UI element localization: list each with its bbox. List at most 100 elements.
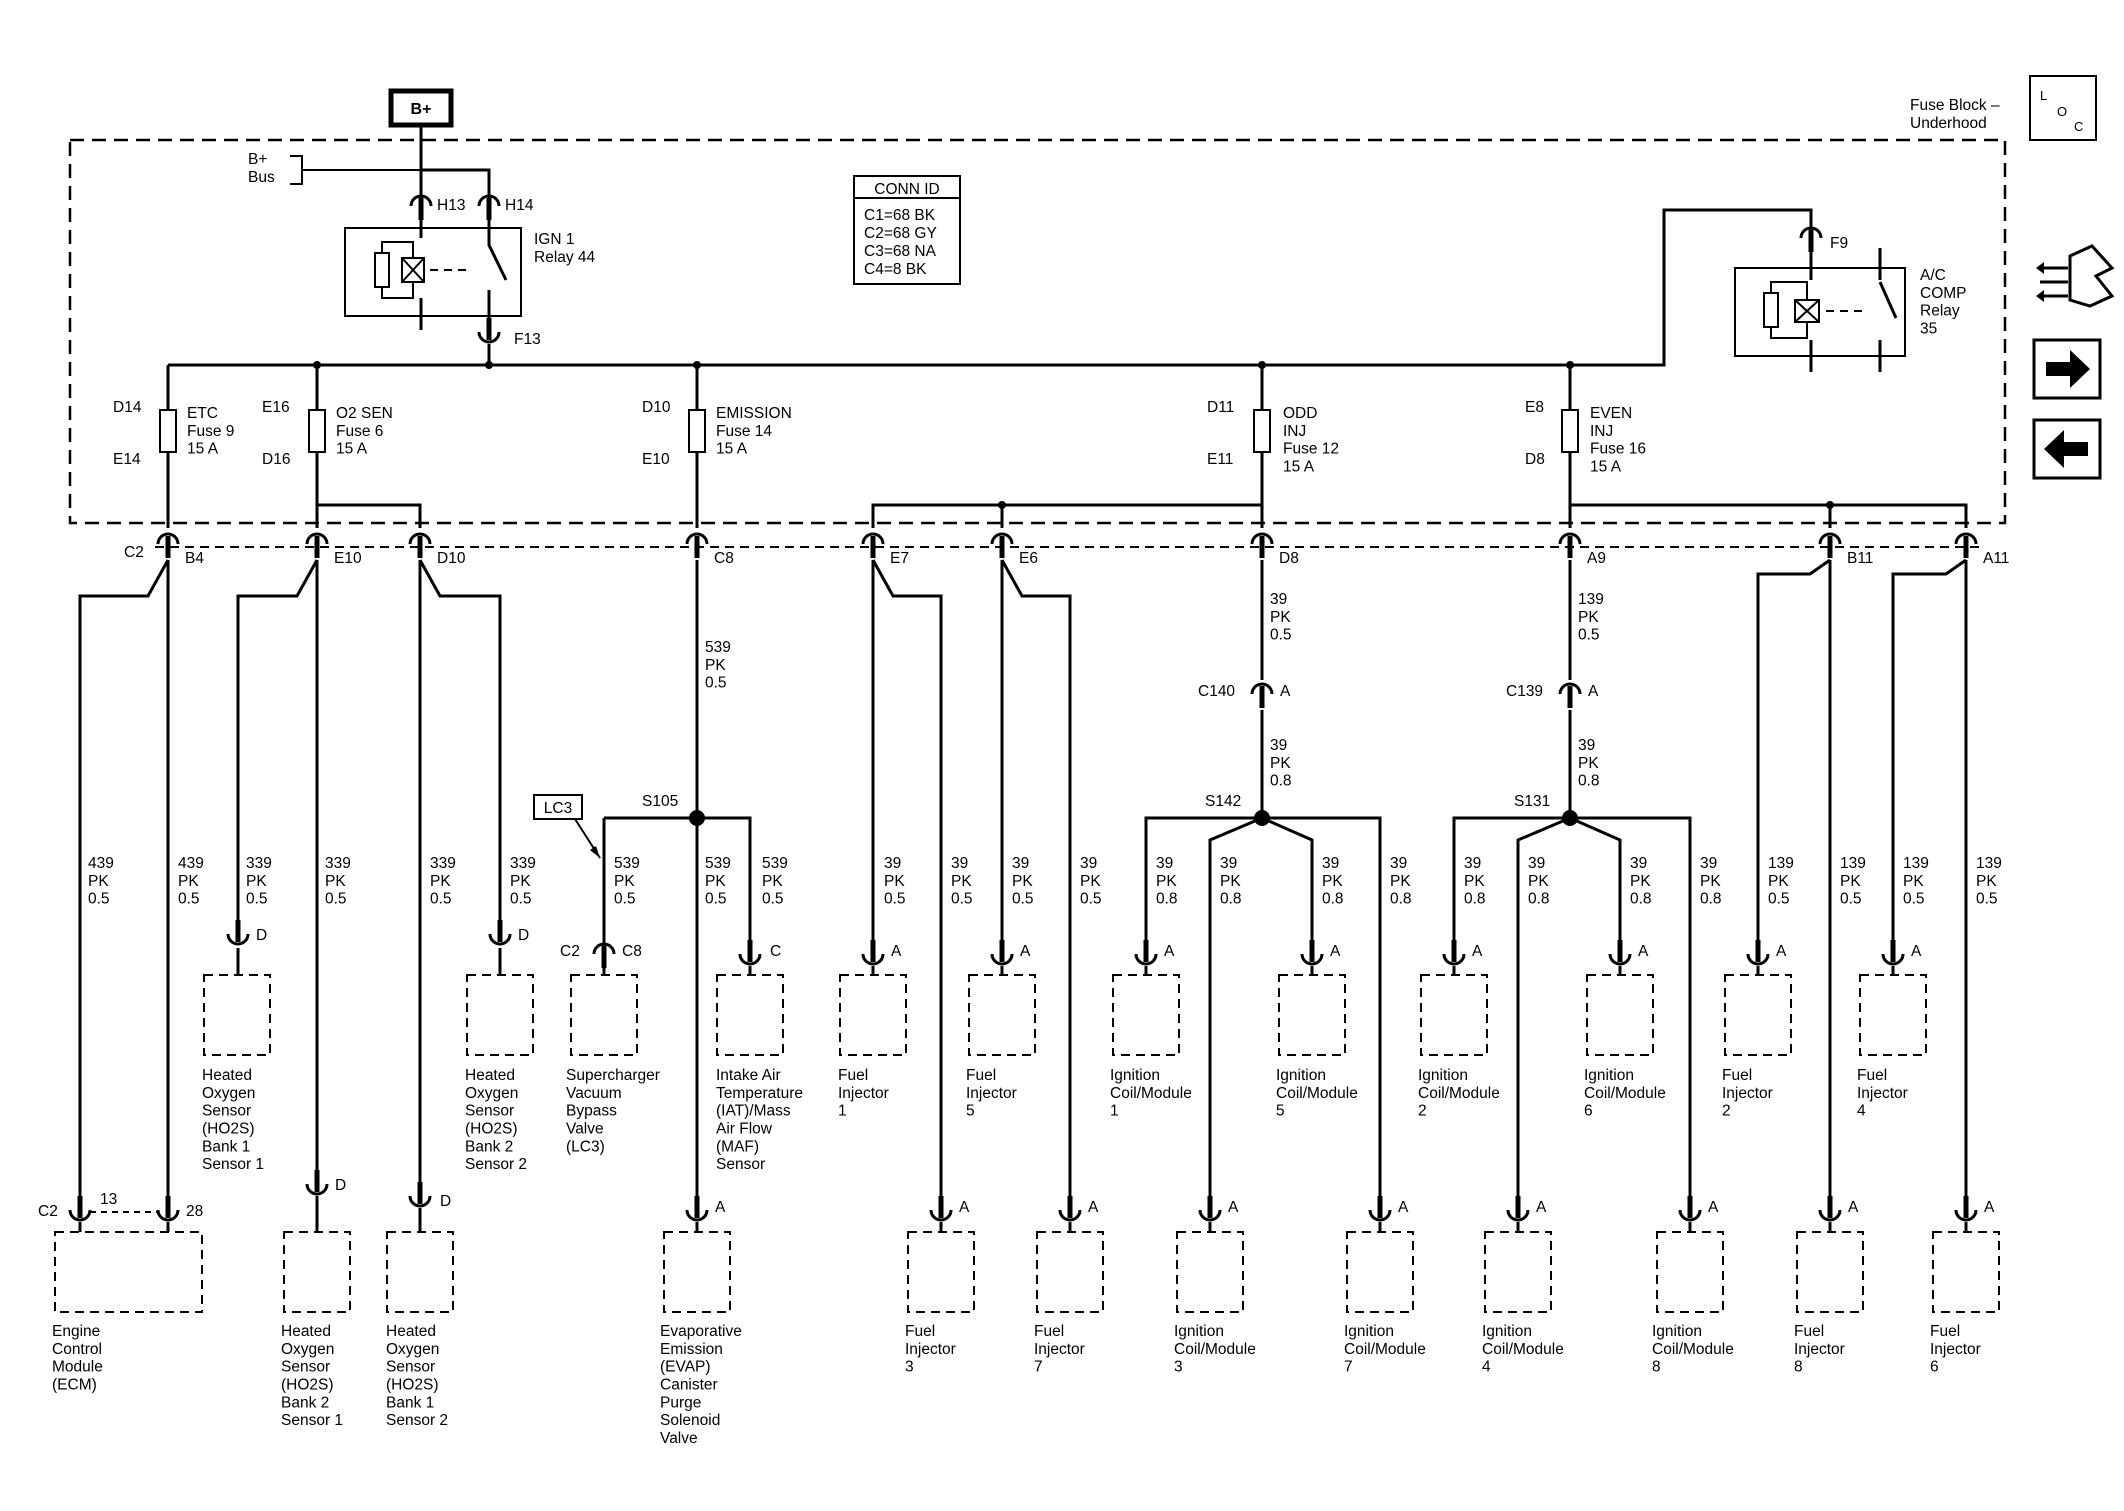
- ignition-coil-2[interactable]: [1420, 938, 1488, 1056]
- svg-text:C4=8 BK: C4=8 BK: [864, 261, 927, 278]
- fuel-injector-5[interactable]: [968, 938, 1036, 1056]
- wire-ecm-a: [78, 559, 170, 1206]
- fuse-block-title: Fuse Block –Underhood: [1910, 97, 2000, 132]
- ignition-coil-5[interactable]: [1278, 938, 1346, 1056]
- ignition-coil-3[interactable]: [1176, 1194, 1244, 1313]
- fuel-injector-8[interactable]: [1796, 1194, 1864, 1313]
- harness-icon[interactable]: [2036, 244, 2115, 308]
- pin-h14: [477, 194, 501, 222]
- c139-pin: [1558, 682, 1582, 710]
- arrow-right-icon[interactable]: [2032, 338, 2102, 400]
- fuel-injector-6[interactable]: [1932, 1194, 2000, 1313]
- fuse-even-top-pin: E8: [1525, 399, 1544, 416]
- pin-a11: A11: [1983, 550, 2009, 567]
- fuel-injector-7[interactable]: [1036, 1194, 1104, 1313]
- fuse-etc: [159, 365, 177, 528]
- pin-h13: [409, 194, 433, 222]
- ecm-pin-13: 13: [100, 1191, 117, 1208]
- main-fuse-bus: [168, 208, 1813, 367]
- lc3-callout: LC3: [533, 794, 601, 859]
- fuse-block-border: [68, 138, 2007, 525]
- ho2s-bank1-sensor2[interactable]: [386, 1180, 454, 1313]
- fuse-o2-sen: [308, 365, 422, 528]
- ignition-coil-8[interactable]: [1656, 1194, 1724, 1313]
- iat-maf-sensor[interactable]: [716, 938, 784, 1056]
- fuel-injector-2[interactable]: [1724, 938, 1792, 1056]
- ho2s-bank2-sensor2[interactable]: [466, 918, 534, 1056]
- conn-id-box: CONN ID C1=68 BK C2=68 GY C3=68 NA C4=8 …: [853, 175, 961, 285]
- inj5-pin: A: [1020, 943, 1031, 960]
- ho2s-bank1-sensor1[interactable]: [203, 918, 271, 1056]
- pin-f9-label: F9: [1830, 235, 1848, 252]
- fuse-etc-top-pin: D14: [113, 399, 142, 416]
- inj8-pin: A: [1848, 1199, 1859, 1216]
- inj3-pin: A: [959, 1199, 970, 1216]
- fuse-even-bottom-pin: D8: [1525, 451, 1545, 468]
- splice-s142: [1254, 810, 1270, 826]
- loc-icon[interactable]: L O C: [2029, 75, 2097, 141]
- c139-pin-label: A: [1588, 683, 1599, 700]
- engine-control-module[interactable]: [54, 1194, 203, 1313]
- wire-o2-d: [418, 559, 502, 930]
- pin-b4: B4: [185, 550, 204, 567]
- evap-purge-valve[interactable]: [663, 1194, 731, 1313]
- fuse-o2-bottom-pin: D16: [262, 451, 290, 468]
- wire-inj4: [1891, 558, 1967, 950]
- ignition-coil-1[interactable]: [1112, 938, 1180, 1056]
- supercharger-pin-c2: C2: [560, 943, 580, 960]
- pin-e6: E6: [1019, 550, 1038, 567]
- fuse-etc-bottom-pin: E14: [113, 451, 141, 468]
- ignition-coil-4[interactable]: [1484, 1194, 1552, 1313]
- coil8-pin: A: [1708, 1199, 1719, 1216]
- ignition-coil-6[interactable]: [1586, 938, 1654, 1056]
- ho2s-b1s2-pin: D: [440, 1193, 451, 1210]
- s131-branches: [1452, 816, 1692, 1205]
- pin-c8: C8: [714, 550, 734, 567]
- ignition-coil-7[interactable]: [1346, 1194, 1414, 1313]
- svg-text:C: C: [2074, 119, 2083, 134]
- fuel-injector-3[interactable]: [907, 1194, 975, 1313]
- iat-maf-pin: C: [770, 943, 781, 960]
- wire-inj7: [1000, 559, 1072, 1205]
- ho2s-b2s2-pin: D: [518, 927, 529, 944]
- fuse-o2-top-pin: E16: [262, 399, 290, 416]
- pin-e10: E10: [334, 550, 362, 567]
- c140-pin-label: A: [1280, 683, 1291, 700]
- fuel-injector-4[interactable]: [1859, 938, 1927, 1056]
- svg-text:L: L: [2040, 88, 2047, 103]
- s105-label: S105: [642, 793, 678, 810]
- pin-d8: D8: [1279, 550, 1299, 567]
- svg-text:C3=68 NA: C3=68 NA: [864, 243, 937, 260]
- supercharger-bypass-valve[interactable]: [570, 942, 638, 1056]
- ac-comp-relay: [1734, 248, 1906, 372]
- fuel-injector-1[interactable]: [839, 938, 907, 1056]
- pin-f13-label: F13: [514, 331, 541, 348]
- pin-f13: [477, 316, 501, 344]
- ho2s-bank2-sensor1[interactable]: [283, 1168, 351, 1313]
- arrow-left-icon[interactable]: [2032, 418, 2102, 480]
